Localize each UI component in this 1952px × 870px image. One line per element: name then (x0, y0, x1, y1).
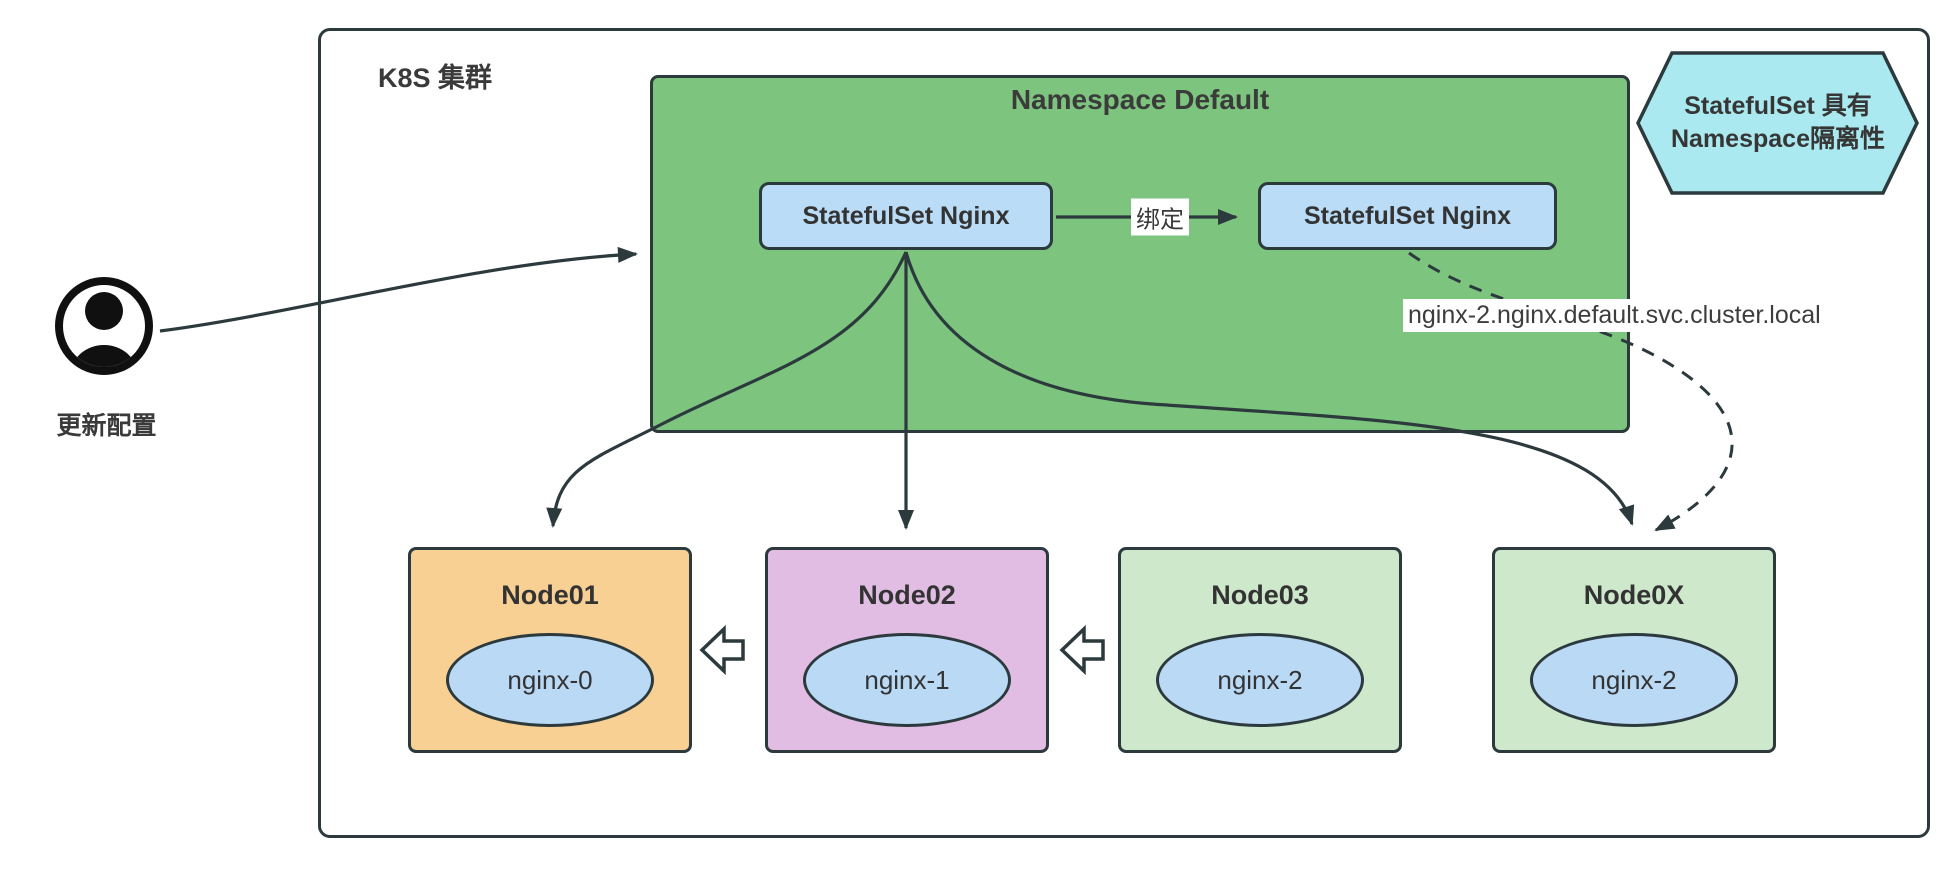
bind-arrow-label: 绑定 (1131, 198, 1189, 236)
pod-label: nginx-0 (507, 664, 593, 695)
statefulset-left-label: StatefulSet Nginx (802, 201, 1010, 230)
note-text: StatefulSet 具有 Namespace隔离性 (1653, 62, 1903, 184)
note-line1: StatefulSet 具有 (1684, 92, 1872, 120)
pod-label: nginx-1 (864, 664, 950, 695)
actor-label: 更新配置 (56, 412, 157, 440)
node-title: Node01 (501, 580, 599, 610)
pod-label: nginx-2 (1591, 664, 1677, 695)
node-box-node02: Node02 nginx-1 (765, 547, 1049, 753)
pod-ellipse: nginx-2 (1156, 633, 1364, 727)
pod-ellipse: nginx-2 (1530, 633, 1738, 727)
node-title: Node0X (1583, 580, 1685, 610)
pod-ellipse: nginx-1 (803, 633, 1011, 727)
node-box-node0x: Node0X nginx-2 (1492, 547, 1776, 753)
node-title: Node03 (1211, 580, 1309, 610)
pod-label: nginx-2 (1217, 664, 1303, 695)
statefulset-right-label: StatefulSet Nginx (1304, 201, 1511, 230)
node-box-node01: Node01 nginx-0 (408, 547, 692, 753)
pod-ellipse: nginx-0 (446, 633, 654, 727)
dns-route-label: nginx-2.nginx.default.svc.cluster.local (1403, 299, 1826, 332)
node-title: Node02 (858, 580, 956, 610)
namespace-box (650, 75, 1630, 433)
note-line2: Namespace隔离性 (1671, 125, 1885, 153)
user-icon (55, 277, 153, 375)
cluster-label: K8S 集群 (378, 63, 493, 93)
node-box-node03: Node03 nginx-2 (1118, 547, 1402, 753)
statefulset-box-right: StatefulSet Nginx (1258, 182, 1557, 250)
statefulset-box-left: StatefulSet Nginx (759, 182, 1053, 250)
namespace-title: Namespace Default (1010, 84, 1270, 115)
